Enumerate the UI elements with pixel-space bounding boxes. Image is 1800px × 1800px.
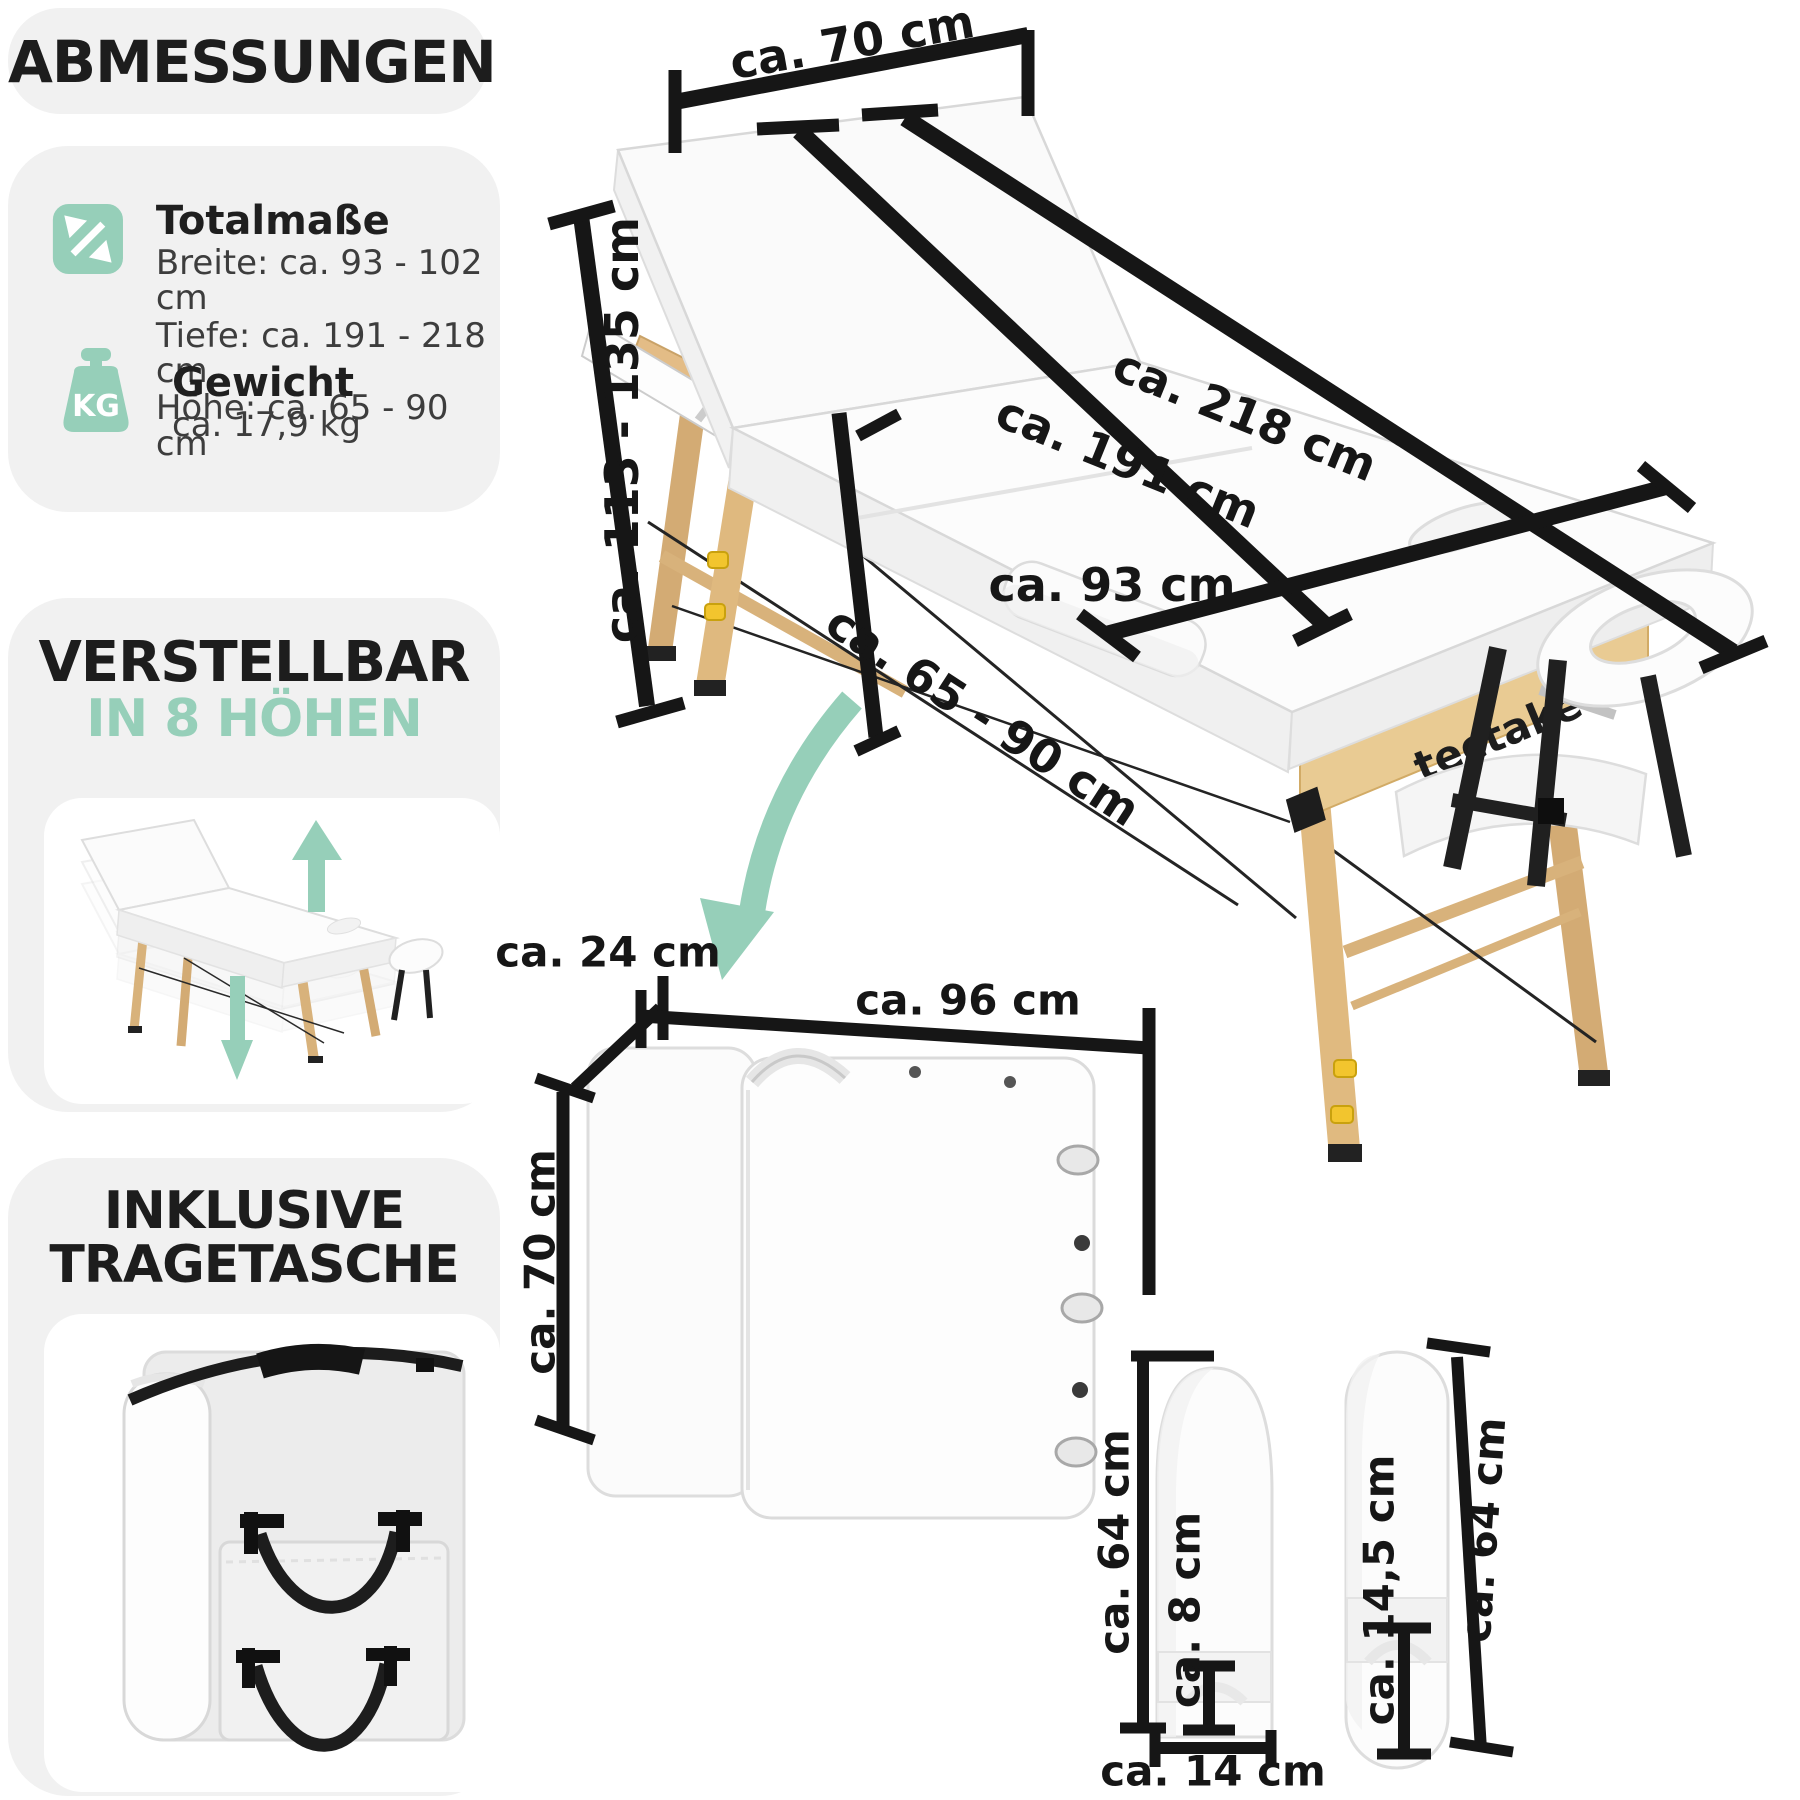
height-knob: [704, 603, 726, 621]
folded-table-illustration: [586, 1046, 1104, 1520]
weight-heading: Gewicht: [172, 360, 354, 406]
panel-adjustable: VERSTELLBAR IN 8 HÖHEN: [8, 598, 500, 1112]
massage-table-illustration: tectake: [580, 95, 1754, 1162]
dimension-lines-half-bolster: [1120, 1350, 1277, 1767]
latches: [1054, 1144, 1104, 1468]
bag-front-pocket: [218, 1540, 450, 1742]
mini-table-heights-image: [81, 819, 444, 1080]
dim-label-folded-height: ca. 70 cm: [515, 1149, 565, 1375]
round-bolster-illustration: [1344, 1350, 1450, 1770]
panel-dimensions: ABMESSUNGEN: [8, 8, 497, 114]
weight-kg-icon: KG: [63, 348, 129, 432]
diagonal-arrows-icon: [52, 203, 123, 275]
bag-image-box: [44, 1314, 500, 1792]
panel-specs: Totalmaße Breite: ca. 93 - 102 cm Tiefe:…: [8, 146, 500, 512]
dim-label-total-height: ca. 113 - 135 cm: [595, 216, 649, 644]
kg-label: KG: [72, 389, 120, 424]
bag-title-line1: INKLUSIVE: [103, 1181, 405, 1241]
adjustable-image-box: [44, 798, 500, 1104]
face-cradle: [1536, 568, 1754, 708]
dim-label-folded-depth: ca. 24 cm: [495, 927, 721, 977]
height-knob: [1333, 1059, 1357, 1078]
dim-label-pad-width: ca. 93 cm: [988, 558, 1236, 612]
rolled-bolster: [122, 1372, 212, 1742]
size-depth: Tiefe: ca. 191 - 218 cm: [155, 315, 486, 392]
height-knob: [1330, 1105, 1354, 1124]
fold-arrow: [700, 691, 862, 980]
dim-label-half-bolster-height: ca. 8 cm: [1160, 1511, 1210, 1709]
bag-straps: [127, 1343, 464, 1752]
dimension-lines-round-bolster: [1377, 1337, 1514, 1760]
dim-label-folded-width: ca. 96 cm: [855, 975, 1081, 1025]
weight-value: ca. 17,9 kg: [172, 405, 361, 445]
size-width: Breite: ca. 93 - 102 cm: [155, 243, 483, 319]
dimension-lines-folded-table: [534, 976, 1156, 1446]
carry-bag-image: [122, 1343, 466, 1752]
up-down-arrows: [221, 820, 342, 1080]
dim-label-half-bolster-length: ca. 64 cm: [1089, 1429, 1139, 1655]
adjustable-title: VERSTELLBAR: [38, 630, 470, 695]
dim-label-round-bolster-diameter: ca. 14,5 cm: [1354, 1454, 1404, 1726]
size-height: Höhe: ca. 65 - 90 cm: [155, 388, 449, 464]
size-heading: Totalmaße: [155, 198, 390, 244]
bag-title-line2: TRAGETASCHE: [49, 1235, 459, 1296]
panel-carry-bag: INKLUSIVE TRAGETASCHE: [8, 1158, 500, 1796]
height-knob: [707, 551, 729, 569]
adjustable-subtitle: IN 8 HÖHEN: [86, 689, 423, 750]
dimension-lines-open-table: [547, 27, 1769, 757]
dim-label-half-bolster-width: ca. 14 cm: [1100, 1746, 1326, 1796]
panel-dimensions-title: ABMESSUNGEN: [8, 28, 497, 96]
